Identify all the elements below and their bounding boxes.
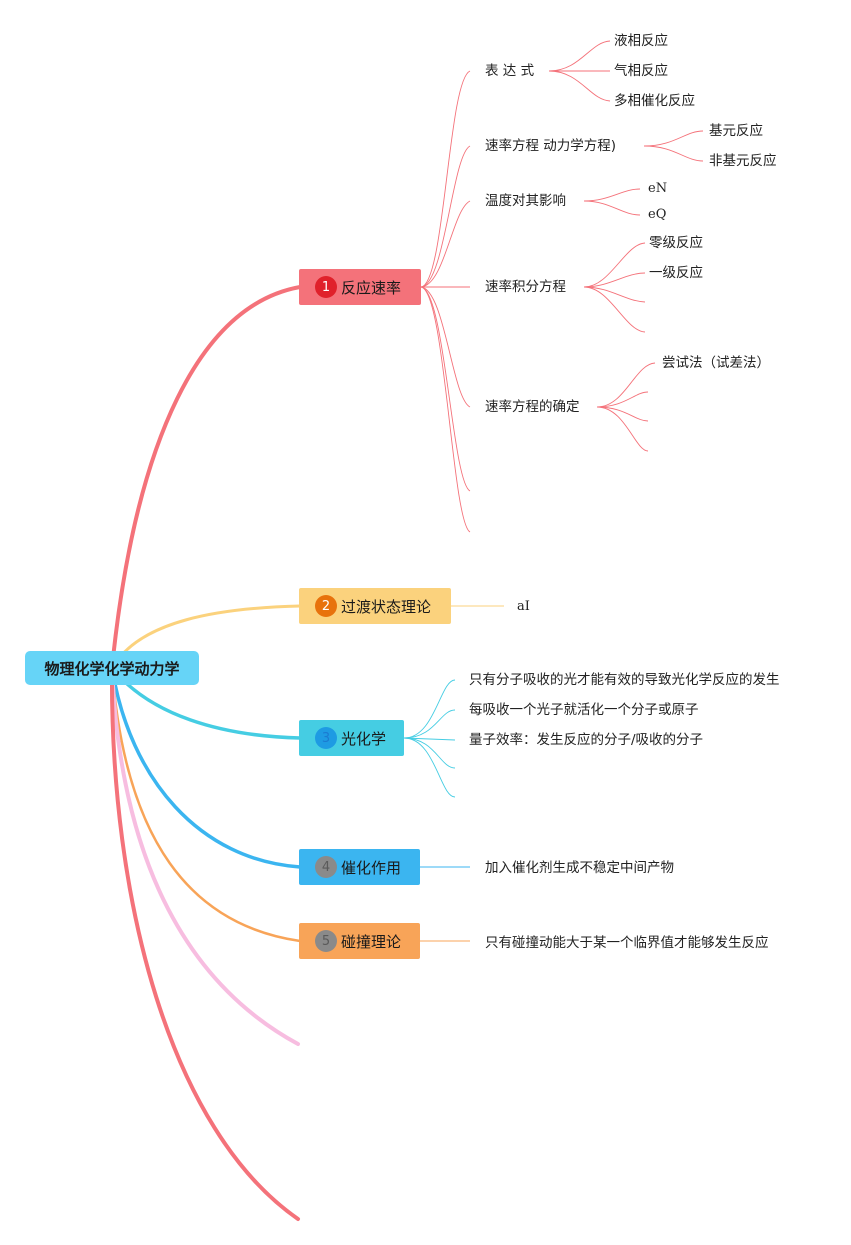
topic-temperature-effect[interactable]: 温度对其影响: [485, 193, 566, 209]
topic-quantum-efficiency[interactable]: 量子效率：发生反应的分子/吸收的分子: [469, 732, 704, 748]
branch-node-3[interactable]: 3 光化学: [299, 720, 404, 756]
branch-label-4: 催化作用: [341, 858, 402, 877]
branch-node-1[interactable]: 1 反应速率: [299, 269, 421, 305]
number-5-badge-icon: 5: [315, 930, 337, 952]
branch-node-2[interactable]: 2 过渡状态理论: [299, 588, 451, 624]
topic-aI[interactable]: aI: [517, 599, 530, 614]
connector-root-to-pink-stub: [110, 666, 300, 1046]
branch-label-1: 反应速率: [341, 278, 402, 297]
subtopic-zero-order[interactable]: 零级反应: [649, 235, 703, 251]
subtopic-eN[interactable]: eN: [648, 181, 668, 196]
subtopic-eQ[interactable]: eQ: [648, 207, 667, 222]
subtopic-heterogeneous-catalysis[interactable]: 多相催化反应: [614, 93, 695, 109]
number-2-badge-icon: 2: [315, 595, 337, 617]
topic-rate-equation[interactable]: 速率方程 动力学方程): [485, 138, 617, 154]
connector-root-to-red-stub: [109, 666, 300, 1221]
number-3-badge-icon: 3: [315, 727, 337, 749]
topic-expression[interactable]: 表 达 式: [485, 63, 535, 79]
topic-collision-energy[interactable]: 只有碰撞动能大于某一个临界值才能够发生反应: [485, 935, 769, 951]
number-4-badge-icon: 4: [315, 856, 337, 878]
subtopic-trial-method[interactable]: 尝试法（试差法）: [662, 355, 770, 371]
root-node[interactable]: 物理化学化学动力学: [25, 651, 199, 685]
topic-photochem-activation[interactable]: 每吸收一个光子就活化一个分子或原子: [469, 702, 699, 718]
branch-node-4[interactable]: 4 催化作用: [299, 849, 420, 885]
branch-label-2: 过渡状态理论: [341, 597, 432, 616]
subtopic-first-order[interactable]: 一级反应: [649, 265, 703, 281]
subtopic-non-elementary-reaction[interactable]: 非基元反应: [709, 153, 777, 169]
topic-rate-equation-determination[interactable]: 速率方程的确定: [485, 399, 580, 415]
subtopic-liquid-phase[interactable]: 液相反应: [614, 33, 668, 49]
connector-root-to-branch-1: [110, 285, 302, 670]
subtopic-elementary-reaction[interactable]: 基元反应: [709, 123, 763, 139]
root-label: 物理化学化学动力学: [44, 659, 180, 678]
branch-label-5: 碰撞理论: [341, 932, 402, 951]
number-1-badge-icon: 1: [315, 276, 337, 298]
connector-root-to-branch-4: [110, 666, 302, 869]
branch-node-5[interactable]: 5 碰撞理论: [299, 923, 420, 959]
connector-root-to-branch-5: [110, 666, 302, 943]
topic-catalyst-intermediate[interactable]: 加入催化剂生成不稳定中间产物: [485, 860, 674, 876]
subtopic-gas-phase[interactable]: 气相反应: [614, 63, 668, 79]
branch-label-3: 光化学: [341, 729, 387, 748]
topic-integrated-rate-equation[interactable]: 速率积分方程: [485, 279, 566, 295]
topic-photochem-absorption[interactable]: 只有分子吸收的光才能有效的导致光化学反应的发生: [469, 672, 780, 688]
